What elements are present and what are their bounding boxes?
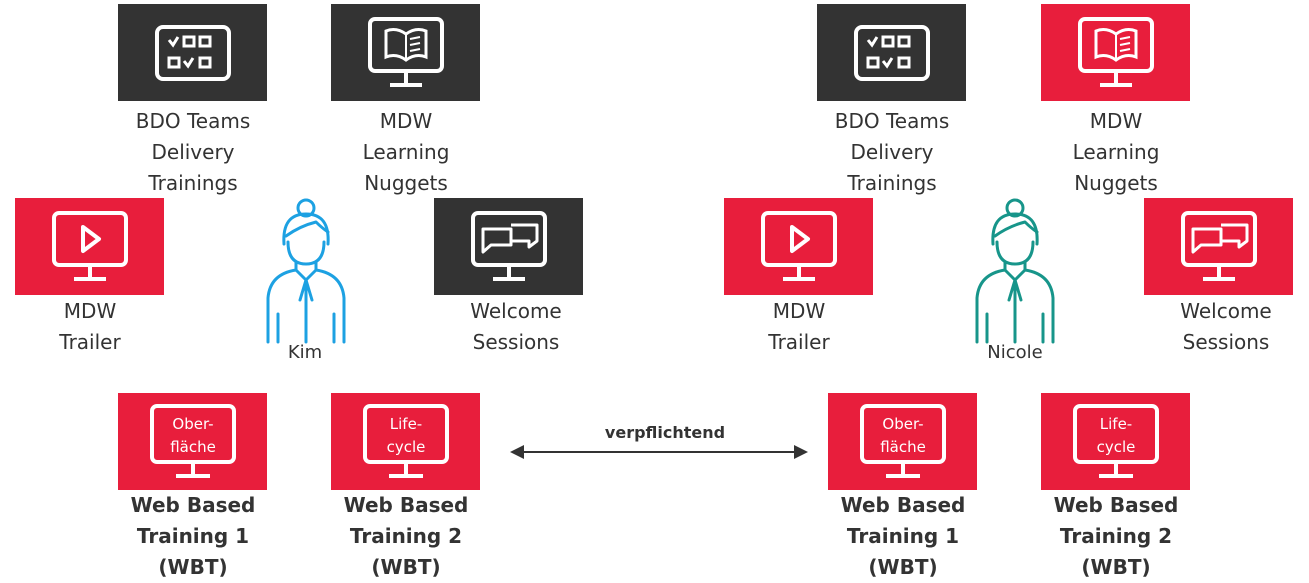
wbt1-tile-left: Ober- fläche [118, 393, 267, 490]
welcome-sessions-tile-right [1144, 198, 1293, 295]
wbt2-screen-text-line1: Life- [1099, 415, 1131, 433]
chat-monitor-icon [470, 210, 547, 281]
wbt2-label-right: Web Based Training 2 (WBT) [1053, 493, 1179, 579]
wbt1-screen-text-line1: Ober- [172, 415, 213, 433]
wbt1-label-right: Web Based Training 1 (WBT) [840, 493, 966, 579]
wbt2-tile-left: Life- cycle [331, 393, 480, 490]
book-monitor-icon [1077, 16, 1154, 87]
screen-monitor-icon: Ober- fläche [859, 403, 946, 478]
wbt1-screen-text-line2: fläche [880, 438, 926, 456]
learning-nuggets-tile-left [331, 4, 480, 101]
play-monitor-icon [760, 210, 837, 281]
kim-person-icon [266, 198, 346, 344]
screen-monitor-icon: Life- cycle [1072, 403, 1159, 478]
play-monitor-icon [51, 210, 128, 281]
wbt1-tile-right: Ober- fläche [828, 393, 977, 490]
wbt1-screen-text-line1: Ober- [882, 415, 923, 433]
learning-nuggets-tile-right [1041, 4, 1190, 101]
chat-monitor-icon [1180, 210, 1257, 281]
trailer-tile-right [724, 198, 873, 295]
book-monitor-icon [367, 16, 444, 87]
bdo-teams-tile-right [817, 4, 966, 101]
welcome-sessions-tile-left [434, 198, 583, 295]
wbt2-screen-text-line1: Life- [389, 415, 421, 433]
trailer-label-left: MDW Trailer [59, 299, 121, 354]
double-arrow [510, 445, 808, 459]
nicole-name: Nicole [987, 342, 1043, 363]
learning-nuggets-label-left: MDW Learning Nuggets [362, 109, 450, 195]
wbt2-label-left: Web Based Training 2 (WBT) [343, 493, 469, 579]
trailer-tile-left [15, 198, 164, 295]
nicole-person-icon [975, 198, 1055, 344]
bdo-teams-label-right: BDO Teams Delivery Trainings [834, 109, 950, 195]
screen-monitor-icon: Ober- fläche [149, 403, 236, 478]
screen-monitor-icon: Life- cycle [362, 403, 449, 478]
trailer-label-right: MDW Trailer [768, 299, 830, 354]
kim-name: Kim [287, 342, 323, 363]
wbt2-screen-text-line2: cycle [386, 438, 425, 456]
arrow-label: verpflichtend [604, 423, 726, 442]
learning-nuggets-label-right: MDW Learning Nuggets [1072, 109, 1160, 195]
bdo-teams-tile-left [118, 4, 267, 101]
welcome-sessions-label-right: Welcome Sessions [1180, 299, 1272, 354]
checklist-icon [154, 24, 231, 81]
wbt2-tile-right: Life- cycle [1041, 393, 1190, 490]
welcome-sessions-label-left: Welcome Sessions [470, 299, 562, 354]
checklist-icon [853, 24, 930, 81]
wbt1-screen-text-line2: fläche [170, 438, 216, 456]
wbt1-label-left: Web Based Training 1 (WBT) [130, 493, 256, 579]
bdo-teams-label-left: BDO Teams Delivery Trainings [135, 109, 251, 195]
wbt2-screen-text-line2: cycle [1096, 438, 1135, 456]
